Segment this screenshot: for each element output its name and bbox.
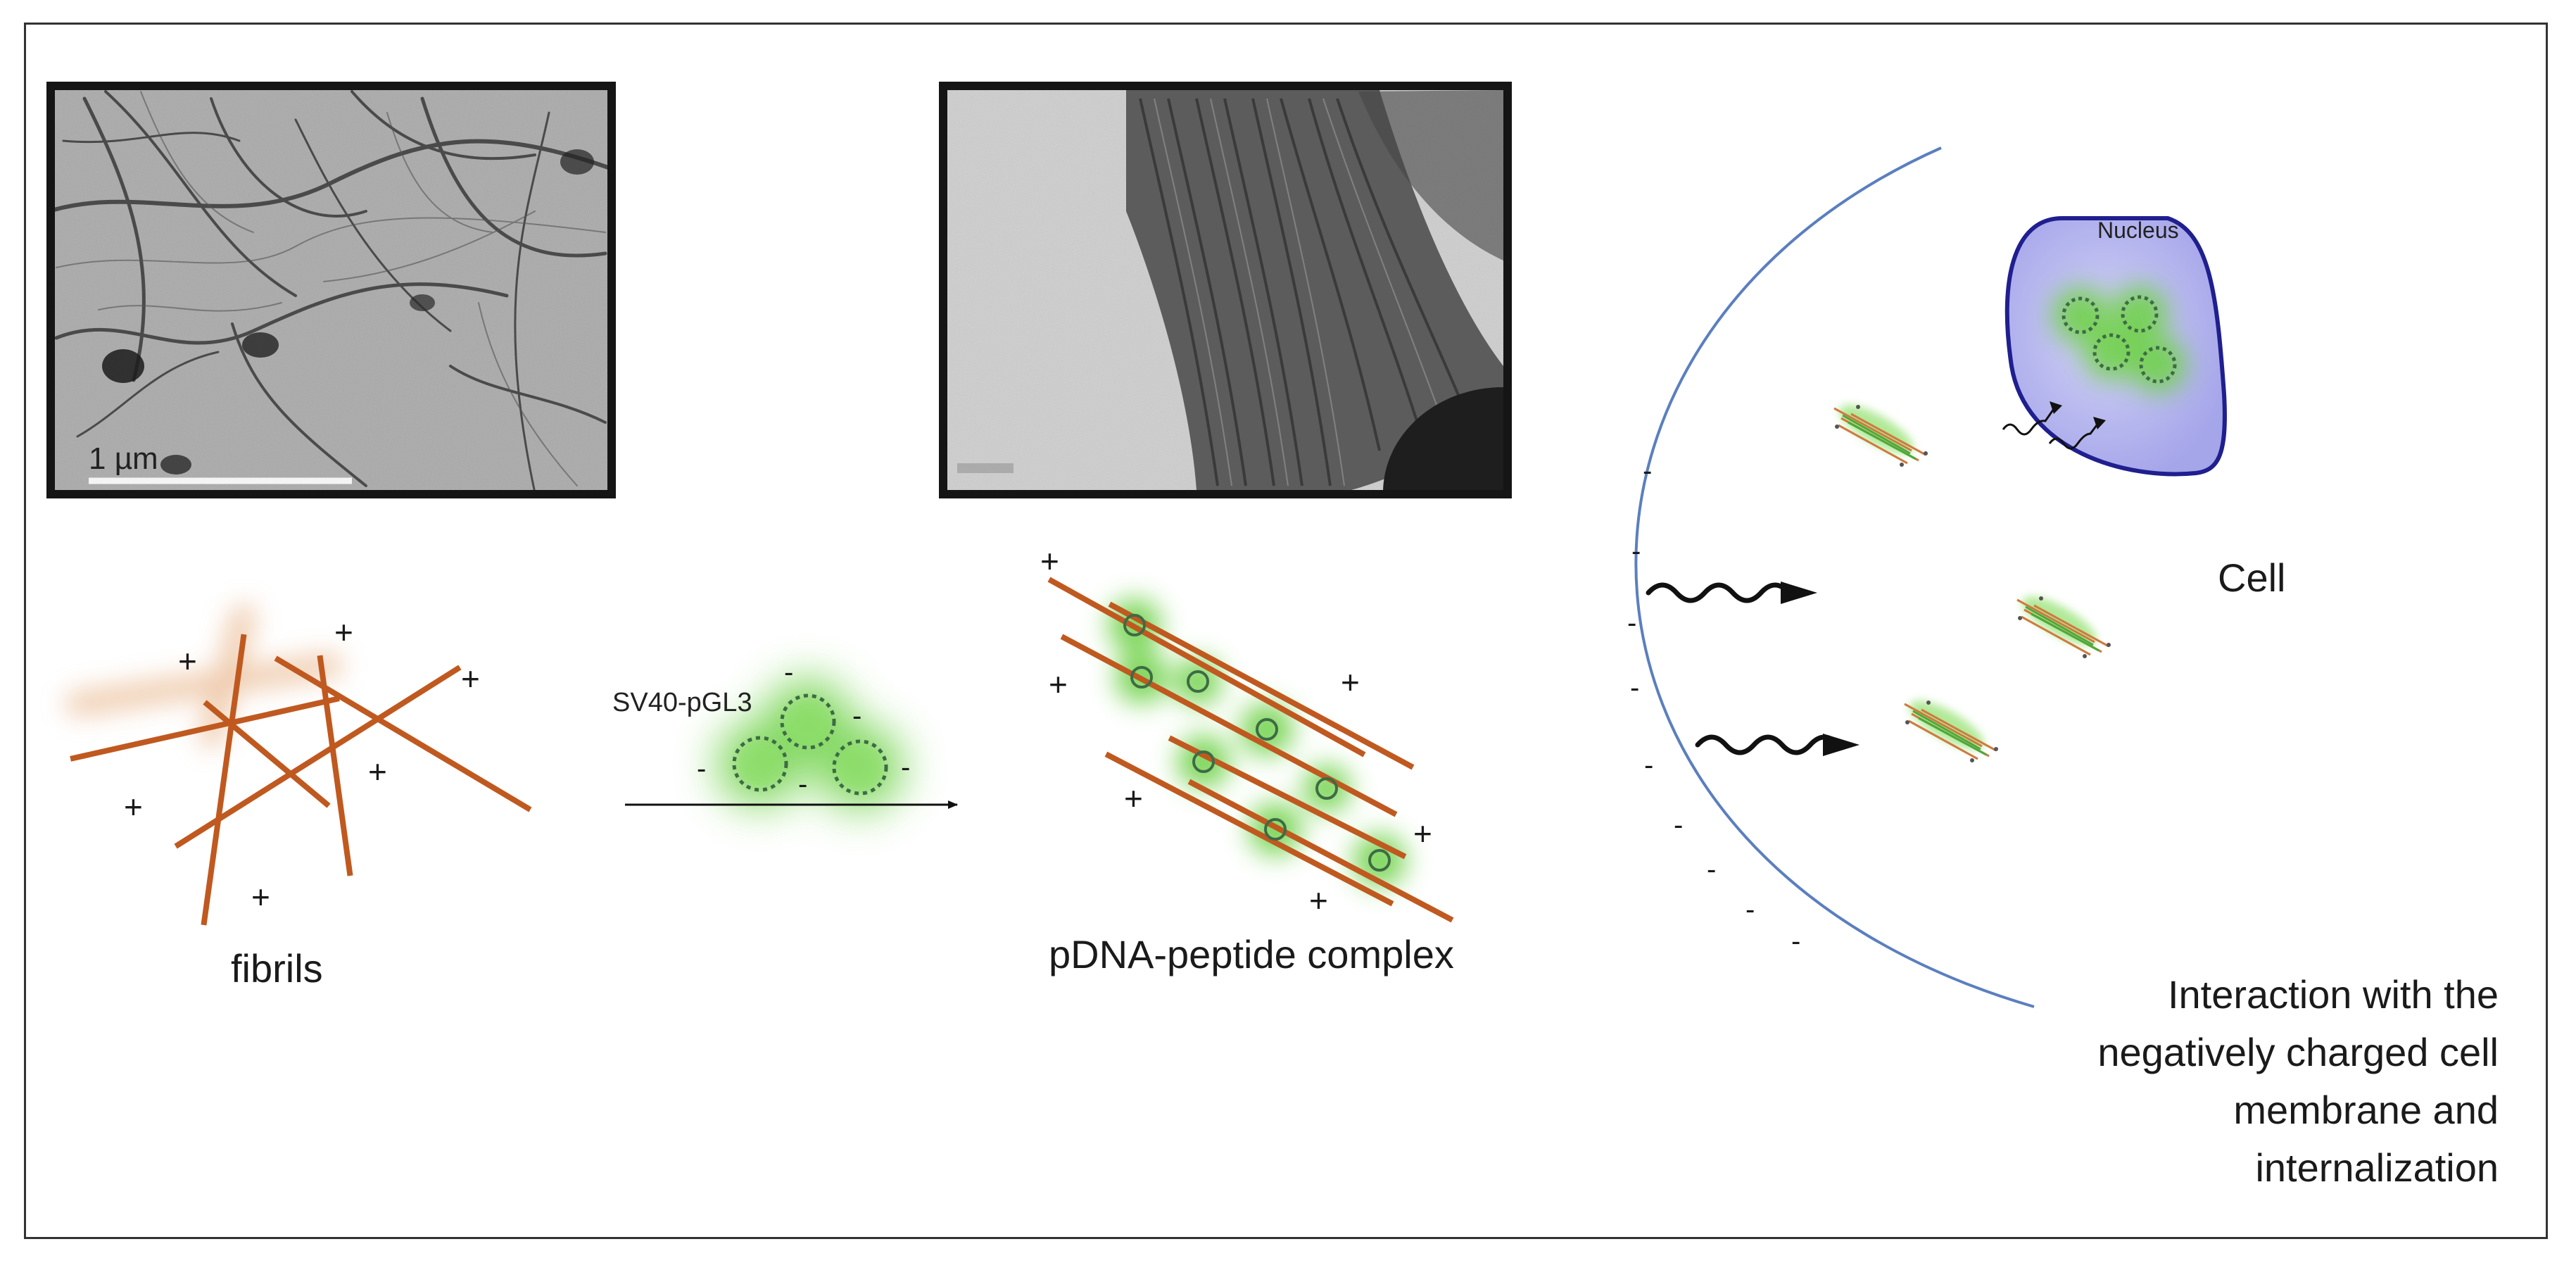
plasmid-ring: [832, 739, 888, 796]
complex-fibril: [1047, 577, 1366, 758]
fibril: [174, 665, 462, 849]
complex-fibril: [1060, 634, 1398, 817]
complex-fibril: [1108, 601, 1415, 770]
positive-charge: +: [368, 753, 387, 790]
plasmid-dot: [1123, 614, 1146, 636]
positive-charge: +: [334, 614, 353, 651]
nuclear-entry-arrow: [2048, 422, 2100, 450]
positive-charge: +: [1341, 664, 1360, 700]
positive-charge: +: [461, 660, 480, 697]
plasmid-group: SV40-pGL3 - - - - -: [612, 657, 958, 811]
nucleus-label: Nucleus: [2097, 218, 2179, 243]
plasmid-dot: [1187, 670, 1209, 693]
negative-charge: -: [1644, 750, 1653, 781]
plasmid-dot: [1192, 750, 1215, 773]
plasmid-dot: [1368, 849, 1391, 872]
internalized-complex: [1833, 405, 1928, 467]
scale-bar-label: 1 µm: [89, 441, 158, 476]
pdna-peptide-complex: + + + + + + pDNA-peptide complex: [1040, 543, 1454, 976]
internalized-complex: [2016, 596, 2111, 658]
positive-charge: +: [1124, 780, 1143, 817]
tem-image-fibrils: 1 µm: [46, 82, 616, 498]
negative-charge: -: [1674, 810, 1683, 841]
fibril: [317, 655, 353, 876]
nuclear-entry-arrow: [2002, 406, 2057, 436]
positive-charge: +: [1049, 666, 1068, 703]
fibril: [203, 700, 331, 808]
fibril: [201, 634, 247, 926]
caption-line: membrane and: [2233, 1088, 2499, 1132]
negative-charge: -: [1630, 672, 1639, 703]
plasmid-dot: [1256, 718, 1278, 741]
plasmid-ring: [2139, 346, 2177, 384]
cell-label: Cell: [2218, 555, 2285, 600]
negative-charge: -: [1643, 455, 1652, 486]
negative-charge: -: [798, 769, 807, 800]
cell: - - - - - - - - - Nucleus: [1627, 146, 2285, 1008]
negative-charge: -: [697, 753, 706, 784]
plasmid-ring: [2062, 296, 2100, 334]
positive-charge: +: [1309, 882, 1328, 919]
plasmid-ring: [732, 736, 788, 792]
negative-charge: -: [1631, 536, 1641, 567]
positive-charge: +: [178, 643, 197, 679]
positive-charge: +: [1040, 543, 1059, 579]
fibrils-label: fibrils: [231, 946, 323, 991]
interaction-caption: Interaction with the negatively charged …: [2097, 972, 2499, 1190]
entry-arrow: [1695, 734, 1844, 755]
entry-arrow: [1646, 582, 1795, 603]
negative-charge: -: [1627, 608, 1636, 639]
fibril: [274, 655, 532, 812]
positive-charge: +: [124, 788, 143, 825]
plasmid-ring: [780, 693, 836, 750]
negative-charge: -: [1745, 894, 1755, 925]
positive-charge: +: [251, 879, 270, 915]
cell-membrane: [1634, 146, 2035, 1008]
caption-line: Interaction with the: [2168, 972, 2499, 1017]
plasmid-ring: [2121, 295, 2159, 333]
negative-charge: -: [852, 700, 861, 731]
fibrils-cluster: + + + + + + fibrils: [65, 604, 532, 991]
plasmid-label: SV40-pGL3: [612, 688, 752, 717]
nucleus: Nucleus: [2002, 216, 2227, 477]
negative-charge: -: [901, 752, 910, 783]
fibril: [70, 696, 340, 762]
complex-fibril: [1187, 779, 1454, 923]
internalized-complex: [1904, 700, 1998, 762]
complex-label: pDNA-peptide complex: [1049, 932, 1454, 976]
plasmid-dot: [1315, 777, 1338, 800]
negative-charge: -: [1791, 926, 1800, 957]
caption-line: negatively charged cell: [2097, 1030, 2499, 1074]
caption-line: internalization: [2255, 1145, 2499, 1190]
negative-charge: -: [1707, 854, 1716, 885]
negative-charge: -: [784, 657, 793, 688]
tem-image-complex: [939, 82, 1512, 498]
plasmid-dot: [1130, 666, 1153, 689]
plasmid-dot: [1264, 818, 1287, 841]
complex-fibril: [1104, 751, 1394, 907]
plasmid-ring: [2092, 333, 2130, 371]
positive-charge: +: [1413, 815, 1432, 852]
complex-fibril: [1168, 735, 1407, 860]
